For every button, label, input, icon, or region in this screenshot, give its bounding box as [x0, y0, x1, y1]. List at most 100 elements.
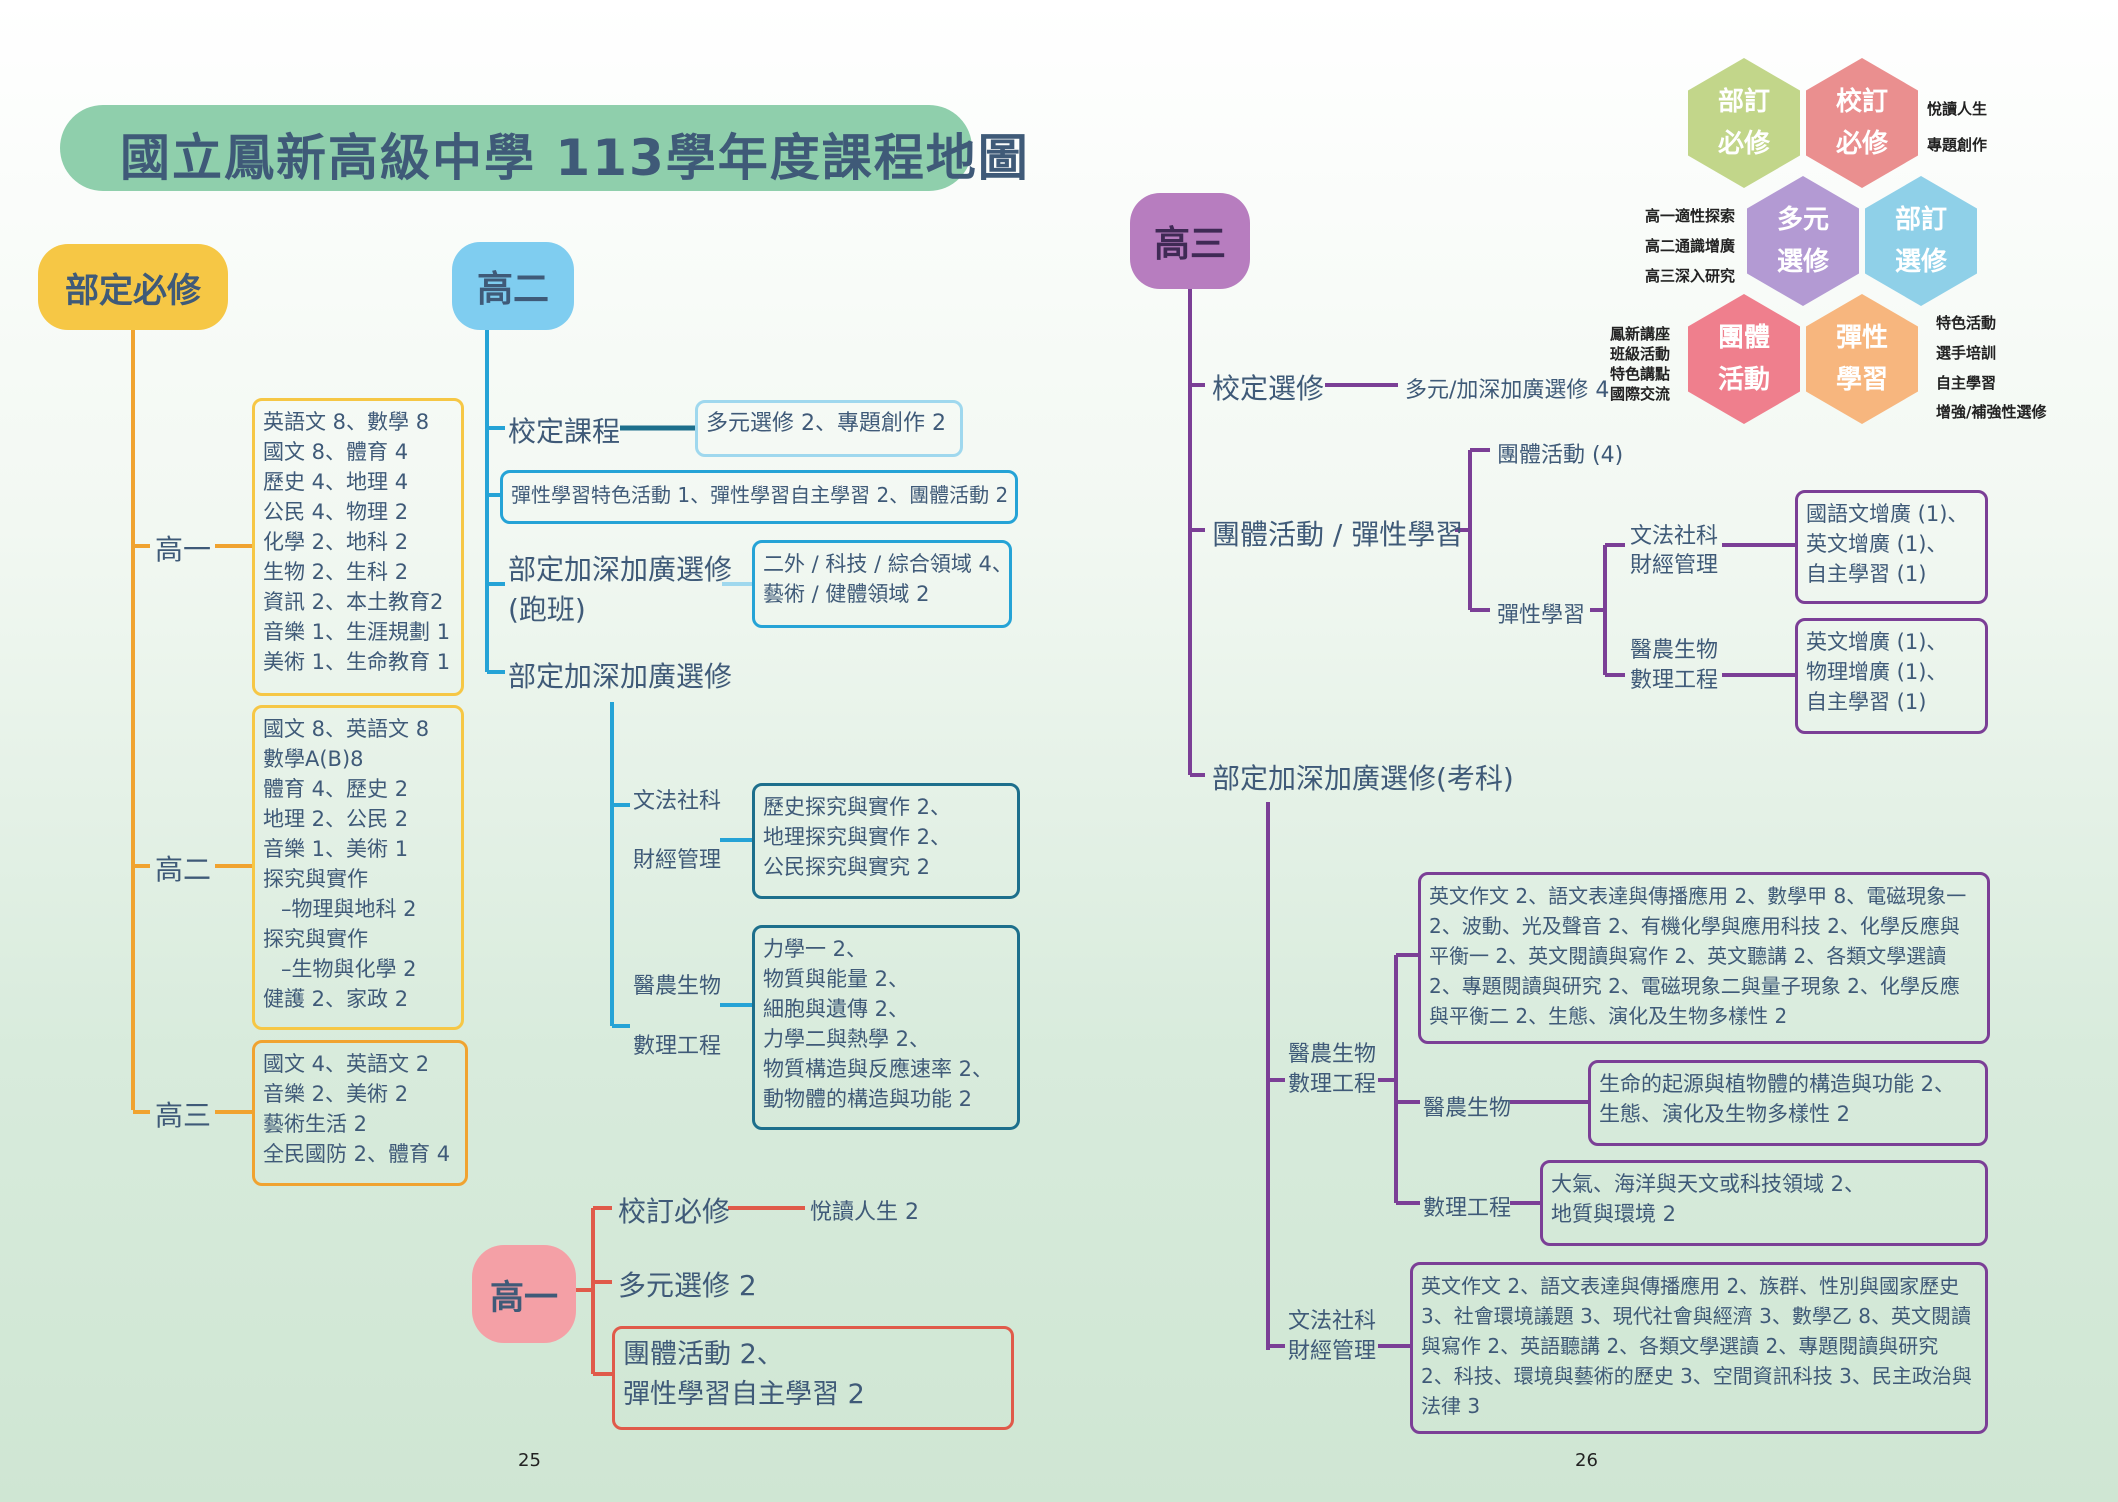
- g3-group-flex-label: 團體活動 / 彈性學習: [1212, 518, 1464, 551]
- hex-label: 選修: [1776, 247, 1829, 277]
- course-line: 物理增廣 (1)、: [1806, 660, 1948, 684]
- required-tag-label: 部定必修: [65, 270, 201, 311]
- course-line: 歷史 4、地理 4: [263, 470, 409, 494]
- course-line: –生物與化學 2: [281, 957, 417, 981]
- advanced-label: 部定加深加廣選修: [508, 660, 733, 693]
- g3-flex-science-label-2: 數理工程: [1630, 668, 1719, 693]
- grade3-tag: 高三: [1130, 193, 1250, 289]
- g3-adv-eng-label: 數理工程: [1423, 1196, 1512, 1221]
- course-line: 生態、演化及生物多樣性 2: [1599, 1102, 1851, 1126]
- course-line: 生物 2、生科 2: [263, 560, 409, 584]
- legend-note: 選手培訓: [1936, 344, 1997, 362]
- course-line: 音樂 2、美術 2: [263, 1082, 409, 1106]
- course-line: 藝術 / 健體領域 2: [763, 582, 930, 606]
- g3-flex-humanities-label-2: 財經管理: [1630, 553, 1719, 578]
- course-line: 多元選修 2、專題創作 2: [706, 411, 946, 436]
- g1-multi-elective: 多元選修 2: [618, 1269, 757, 1302]
- course-line: 物質與能量 2、: [763, 967, 910, 991]
- course-line: 二外 / 科技 / 綜合領域 4、: [763, 552, 1013, 576]
- hex-label: 多元: [1776, 205, 1829, 235]
- g3-adv-science-box: 英文作文 2、語文表達與傳播應用 2、數學甲 8、電磁現象一 2、波動、光及聲音…: [1418, 872, 1990, 1044]
- course-line: 歷史探究與實作 2、: [763, 795, 952, 819]
- grade1-tag-label: 高一: [490, 1277, 558, 1318]
- g3-school-elective-value: 多元/加深加廣選修 4: [1405, 378, 1610, 403]
- legend-note: 特色講點: [1610, 365, 1671, 383]
- course-line: 探究與實作: [263, 927, 368, 951]
- advanced-run-label-2: (跑班): [508, 593, 586, 626]
- g3-group-activity: 團體活動 (4): [1497, 443, 1624, 468]
- advanced-run-box: 二外 / 科技 / 綜合領域 4、 藝術 / 健體領域 2: [752, 540, 1013, 628]
- hex-label: 部訂: [1717, 87, 1770, 117]
- g2-science-label-1: 醫農生物: [633, 974, 722, 999]
- legend-note: 高三深入研究: [1645, 267, 1736, 285]
- course-line: 英文增廣 (1)、: [1806, 630, 1948, 654]
- hex-label: 活動: [1717, 365, 1770, 395]
- course-line: 美術 1、生命教育 1: [263, 650, 451, 674]
- course-line: 大氣、海洋與天文或科技領域 2、: [1551, 1172, 1866, 1196]
- hex-label: 必修: [1717, 129, 1770, 159]
- school-course-box: 多元選修 2、專題創作 2: [695, 400, 963, 457]
- course-line: 動物體的構造與功能 2: [763, 1087, 973, 1111]
- course-line: 地質與環境 2: [1551, 1202, 1677, 1226]
- g3-flex-science-box: 英文增廣 (1)、 物理增廣 (1)、 自主學習 (1): [1795, 618, 1988, 734]
- grade2-tag: 高二: [452, 242, 574, 330]
- course-line: 體育 4、歷史 2: [263, 777, 409, 801]
- page-number-right: 26: [1575, 1450, 1598, 1471]
- course-line: 藝術生活 2: [263, 1112, 368, 1136]
- g3-adv-humanities-label-1: 文法社科: [1288, 1309, 1377, 1334]
- course-line: 公民 4、物理 2: [263, 500, 409, 524]
- course-line: 國文 4、英語文 2: [263, 1052, 430, 1076]
- course-line: 探究與實作: [263, 867, 368, 891]
- g3-flex-humanities-label-1: 文法社科: [1630, 524, 1719, 549]
- hex-label: 選修: [1894, 247, 1947, 277]
- course-line: 音樂 1、美術 1: [263, 837, 409, 861]
- course-line: 物質構造與反應速率 2、: [763, 1057, 994, 1081]
- hex-label: 校訂: [1835, 87, 1888, 117]
- course-line: 彈性學習特色活動 1、彈性學習自主學習 2、團體活動 2: [511, 483, 1009, 507]
- required-grade2-box: 國文 8、英語文 8 數學A(B)8 體育 4、歷史 2 地理 2、公民 2 音…: [252, 705, 464, 1030]
- g1-group-box: 團體活動 2、 彈性學習自主學習 2: [612, 1326, 1014, 1430]
- course-line: 音樂 1、生涯規劃 1: [263, 620, 451, 644]
- required-grade3-label: 高三: [155, 1099, 212, 1132]
- legend-note: 高二通識增廣: [1645, 237, 1736, 255]
- course-line: –物理與地科 2: [281, 897, 417, 921]
- g2-humanities-label-1: 文法社科: [633, 789, 722, 814]
- course-line: 英文增廣 (1)、: [1806, 532, 1948, 556]
- hex-label: 必修: [1835, 129, 1888, 159]
- g3-flex-humanities-box: 國語文增廣 (1)、 英文增廣 (1)、 自主學習 (1): [1795, 490, 1988, 604]
- course-line: 細胞與遺傳 2、: [763, 997, 910, 1021]
- course-line: 自主學習 (1): [1806, 562, 1927, 586]
- g2-science-box: 力學一 2、 物質與能量 2、 細胞與遺傳 2、 力學二與熱學 2、 物質構造與…: [752, 925, 1020, 1130]
- course-line: 地理 2、公民 2: [263, 807, 409, 831]
- legend-note: 悅讀人生: [1927, 100, 1988, 118]
- g1-required-value: 悅讀人生 2: [810, 1200, 919, 1225]
- grade3-tag-label: 高三: [1153, 224, 1226, 265]
- required-grade3-box: 國文 4、英語文 2 音樂 2、美術 2 藝術生活 2 全民國防 2、體育 4: [252, 1040, 468, 1186]
- required-grade1-box: 英語文 8、數學 8 國文 8、體育 4 歷史 4、地理 4 公民 4、物理 2…: [252, 398, 464, 696]
- required-grade2-label: 高二: [155, 853, 212, 886]
- course-line: 力學一 2、: [763, 937, 868, 961]
- legend-note: 國際交流: [1610, 385, 1671, 403]
- flex-learning-box: 彈性學習特色活動 1、彈性學習自主學習 2、團體活動 2: [500, 470, 1018, 524]
- course-text: 英文作文 2、語文表達與傳播應用 2、族群、性別與國家歷史 3、社會環境議題 3…: [1421, 1274, 1972, 1418]
- g3-school-elective-label: 校定選修: [1212, 372, 1325, 405]
- grade1-tag: 高一: [472, 1245, 576, 1343]
- g3-flex-label: 彈性學習: [1497, 603, 1586, 628]
- g1-required-label: 校訂必修: [618, 1195, 731, 1228]
- course-text: 英文作文 2、語文表達與傳播應用 2、數學甲 8、電磁現象一 2、波動、光及聲音…: [1429, 884, 1967, 1028]
- g3-flex-science-label-1: 醫農生物: [1630, 638, 1719, 663]
- g3-adv-science-label-2: 數理工程: [1288, 1072, 1377, 1097]
- g3-adv-eng-box: 大氣、海洋與天文或科技領域 2、 地質與環境 2: [1540, 1160, 1988, 1246]
- course-line: 自主學習 (1): [1806, 690, 1927, 714]
- legend-note: 專題創作: [1927, 136, 1988, 154]
- g3-adv-med-box: 生命的起源與植物體的構造與功能 2、 生態、演化及生物多樣性 2: [1588, 1060, 1988, 1146]
- course-line: 英語文 8、數學 8: [263, 410, 430, 434]
- course-line: 國文 8、體育 4: [263, 440, 409, 464]
- course-line: 生命的起源與植物體的構造與功能 2、: [1599, 1072, 1956, 1096]
- course-line: 化學 2、地科 2: [263, 530, 409, 554]
- g3-adv-humanities-box: 英文作文 2、語文表達與傳播應用 2、族群、性別與國家歷史 3、社會環境議題 3…: [1410, 1262, 1988, 1434]
- course-line: 地理探究與實作 2、: [763, 825, 952, 849]
- course-line: 國文 8、英語文 8: [263, 717, 430, 741]
- page-number-left: 25: [518, 1450, 541, 1471]
